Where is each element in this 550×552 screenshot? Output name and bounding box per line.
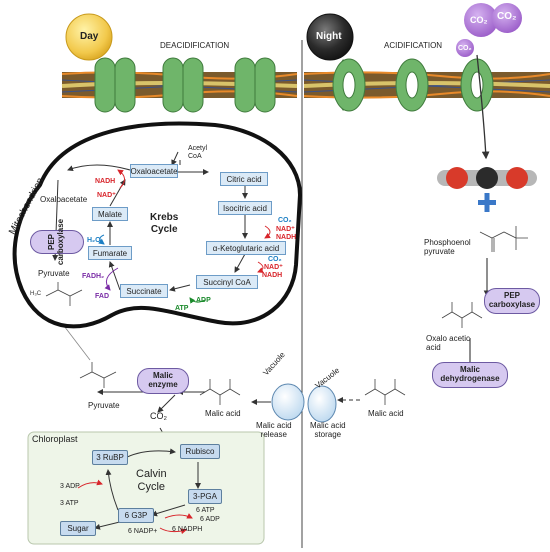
nadp6-label: 6 NADP+ <box>128 528 158 535</box>
deacidification-title: DEACIDIFICATION <box>160 41 230 50</box>
malic-enzyme: Malic enzyme <box>137 368 189 394</box>
co2-label: CO₂ <box>278 217 292 224</box>
adp-label: ADP <box>196 297 211 304</box>
fad-label: FAD <box>95 293 109 300</box>
atp-label: ATP <box>175 305 189 312</box>
nadh-label: NADH <box>95 178 116 185</box>
krebs-malate: Malate <box>92 207 128 221</box>
co2-molecule-icon <box>437 167 537 189</box>
co2-bubble-icon <box>456 39 474 57</box>
rubp-box: 3 RuBP <box>92 450 128 465</box>
nadph6-label: 6 NADPH <box>172 526 203 533</box>
rubisco-box: Rubisco <box>180 444 220 459</box>
malic-acid-structure-left <box>199 379 241 405</box>
pga-box: 3-PGA <box>188 489 222 504</box>
oxaloacetic-acid-structure <box>441 302 483 328</box>
malic-acid-structure-right <box>364 379 406 405</box>
pyruvate-structure-top <box>45 282 83 306</box>
pep-carboxylase-mito-enzyme: PEP carboxylase <box>30 219 84 265</box>
stomata-open <box>332 58 494 112</box>
pep-carboxylase-right-enzyme: PEP carboxylase <box>484 288 540 314</box>
co2-bubble-icon <box>464 3 498 37</box>
h3c-label: H₃C <box>30 291 42 297</box>
krebs-cycle-title: Krebs Cycle <box>150 212 179 235</box>
adp3-label: 3 ADP <box>60 483 80 490</box>
atp3-label: 3 ATP <box>60 500 79 507</box>
malic-dehydrogenase-enzyme: Malic dehydrogenase <box>432 362 508 388</box>
pyruvate-mito-label: Pyruvate <box>38 269 70 278</box>
sun-icon <box>65 13 113 61</box>
g3p-box: 6 G3P <box>118 508 154 523</box>
nadh-label: NADH <box>262 272 283 279</box>
malic-acid-left-label: Malic acid <box>205 409 241 418</box>
chloroplast-box <box>27 431 265 545</box>
krebs-succinyl-coa: Succinyl CoA <box>196 275 258 289</box>
nad-label: NAD⁺ <box>97 192 116 199</box>
co2-release-label: CO₂ <box>150 411 167 421</box>
chloroplast-label: Chloroplast <box>32 434 78 444</box>
co2-bubble-icon <box>492 3 522 33</box>
malic-acid-release-label: Malic acid release <box>256 421 292 439</box>
pep-carboxylase-mito-text: PEP carboxylase <box>47 218 65 266</box>
oxalo-acetic-acid-label: Oxalo acetic acid <box>426 334 471 353</box>
pyruvate-bottom-label: Pyruvate <box>88 401 120 410</box>
krebs-oxaloacetate: Oxaloacetate <box>130 164 178 178</box>
calvin-cycle-title: Calvin Cycle <box>136 468 167 493</box>
nad-label: NAD⁺ <box>264 264 283 271</box>
nad-label: NAD⁺ <box>276 226 295 233</box>
adp6-label: 6 ADP <box>200 516 220 523</box>
day-badge: Day <box>80 31 99 42</box>
pep-label: Phosphoenol pyruvate <box>424 238 471 257</box>
malic-acid-storage-label: Malic acid storage <box>310 421 346 439</box>
co2-bubble-label: CO₂ <box>497 11 517 22</box>
stomata-closed <box>94 57 276 113</box>
atp6-label: 6 ATP <box>196 507 215 514</box>
malic-acid-right-label: Malic acid <box>368 409 404 418</box>
acidification-title: ACIDIFICATION <box>384 41 443 50</box>
co2-bubble-label: CO₂ <box>470 15 488 25</box>
co2-bubble-label: CO₂ <box>458 45 472 52</box>
pep-structure <box>479 226 528 252</box>
krebs-ketoglutaric-acid: α-Ketoglutaric acid <box>206 241 286 255</box>
vacuole-right-icon <box>307 385 337 423</box>
krebs-citric-acid: Citric acid <box>220 172 268 186</box>
h2o-label: H₂O <box>87 237 101 244</box>
krebs-fumarate: Fumarate <box>88 246 132 260</box>
night-badge: Night <box>316 31 342 42</box>
pyruvate-structure-bottom <box>79 362 117 388</box>
sugar-box: Sugar <box>60 521 96 536</box>
moon-icon <box>306 13 354 61</box>
krebs-succinate: Succinate <box>120 284 168 298</box>
fadh2-label: FADH₂ <box>82 273 105 280</box>
co2-label: CO₂ <box>268 256 282 263</box>
vacuole-left-icon <box>271 383 305 421</box>
oxaloacetate-label: Oxaloacetate <box>40 195 88 204</box>
nadh-label: NADH <box>276 234 297 241</box>
acetyl-coa-label: Acetyl CoA <box>188 145 208 160</box>
krebs-isocitric-acid: Isocitric acid <box>218 201 272 215</box>
